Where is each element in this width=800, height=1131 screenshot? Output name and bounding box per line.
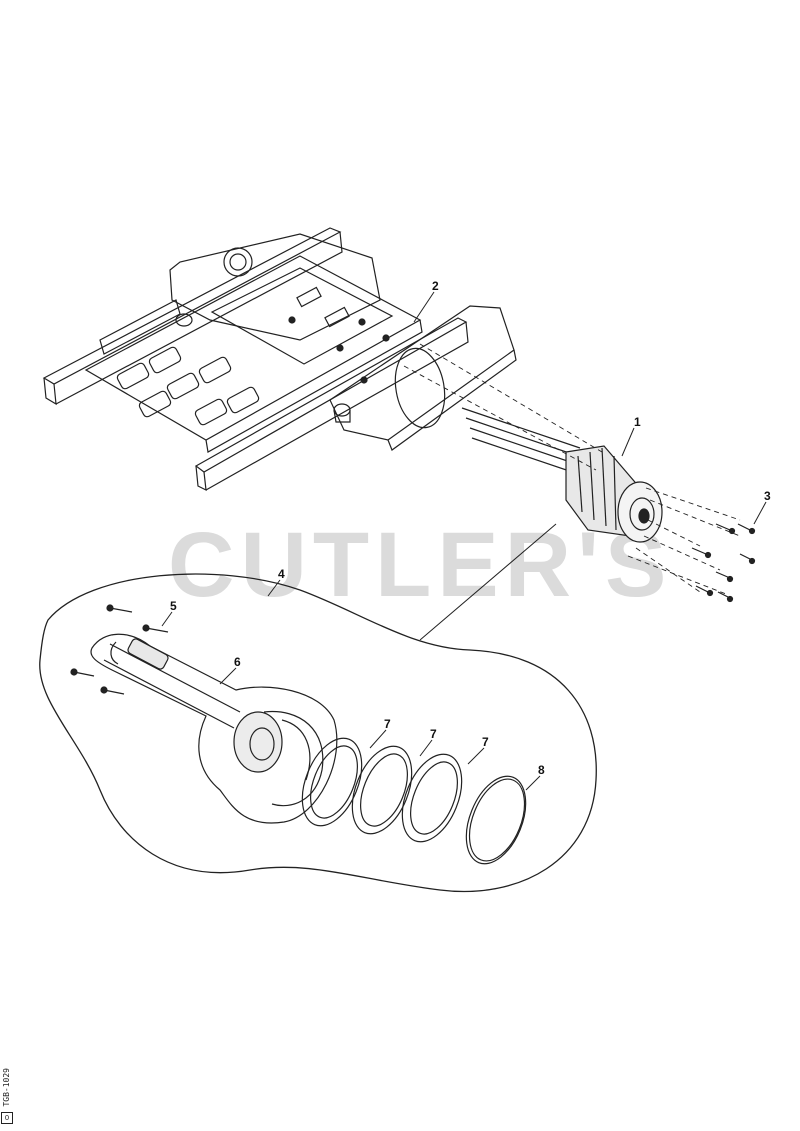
hardware-bolts bbox=[691, 523, 756, 603]
callout-item-7b: 7 bbox=[430, 727, 437, 741]
callout-item-7c: 7 bbox=[482, 735, 489, 749]
drawing-reference-box: 0 bbox=[1, 1112, 13, 1124]
chassis-frame bbox=[42, 227, 517, 492]
drawing-reference-code: TGB-1029 bbox=[2, 1068, 11, 1107]
callout-item-3: 3 bbox=[764, 489, 771, 503]
callout-item-6: 6 bbox=[234, 655, 241, 669]
motor-assembly bbox=[403, 343, 741, 595]
callout-item-1: 1 bbox=[634, 415, 641, 429]
callout-item-8: 8 bbox=[538, 763, 545, 777]
callout-item-4: 4 bbox=[278, 567, 285, 581]
detail-bubble bbox=[39, 523, 597, 893]
callout-item-7a: 7 bbox=[384, 717, 391, 731]
leader-lines bbox=[161, 291, 767, 791]
detail-components bbox=[70, 604, 527, 865]
callout-item-2: 2 bbox=[432, 279, 439, 293]
callout-item-5: 5 bbox=[170, 599, 177, 613]
watermark-text: CUTLER'S bbox=[168, 514, 672, 616]
